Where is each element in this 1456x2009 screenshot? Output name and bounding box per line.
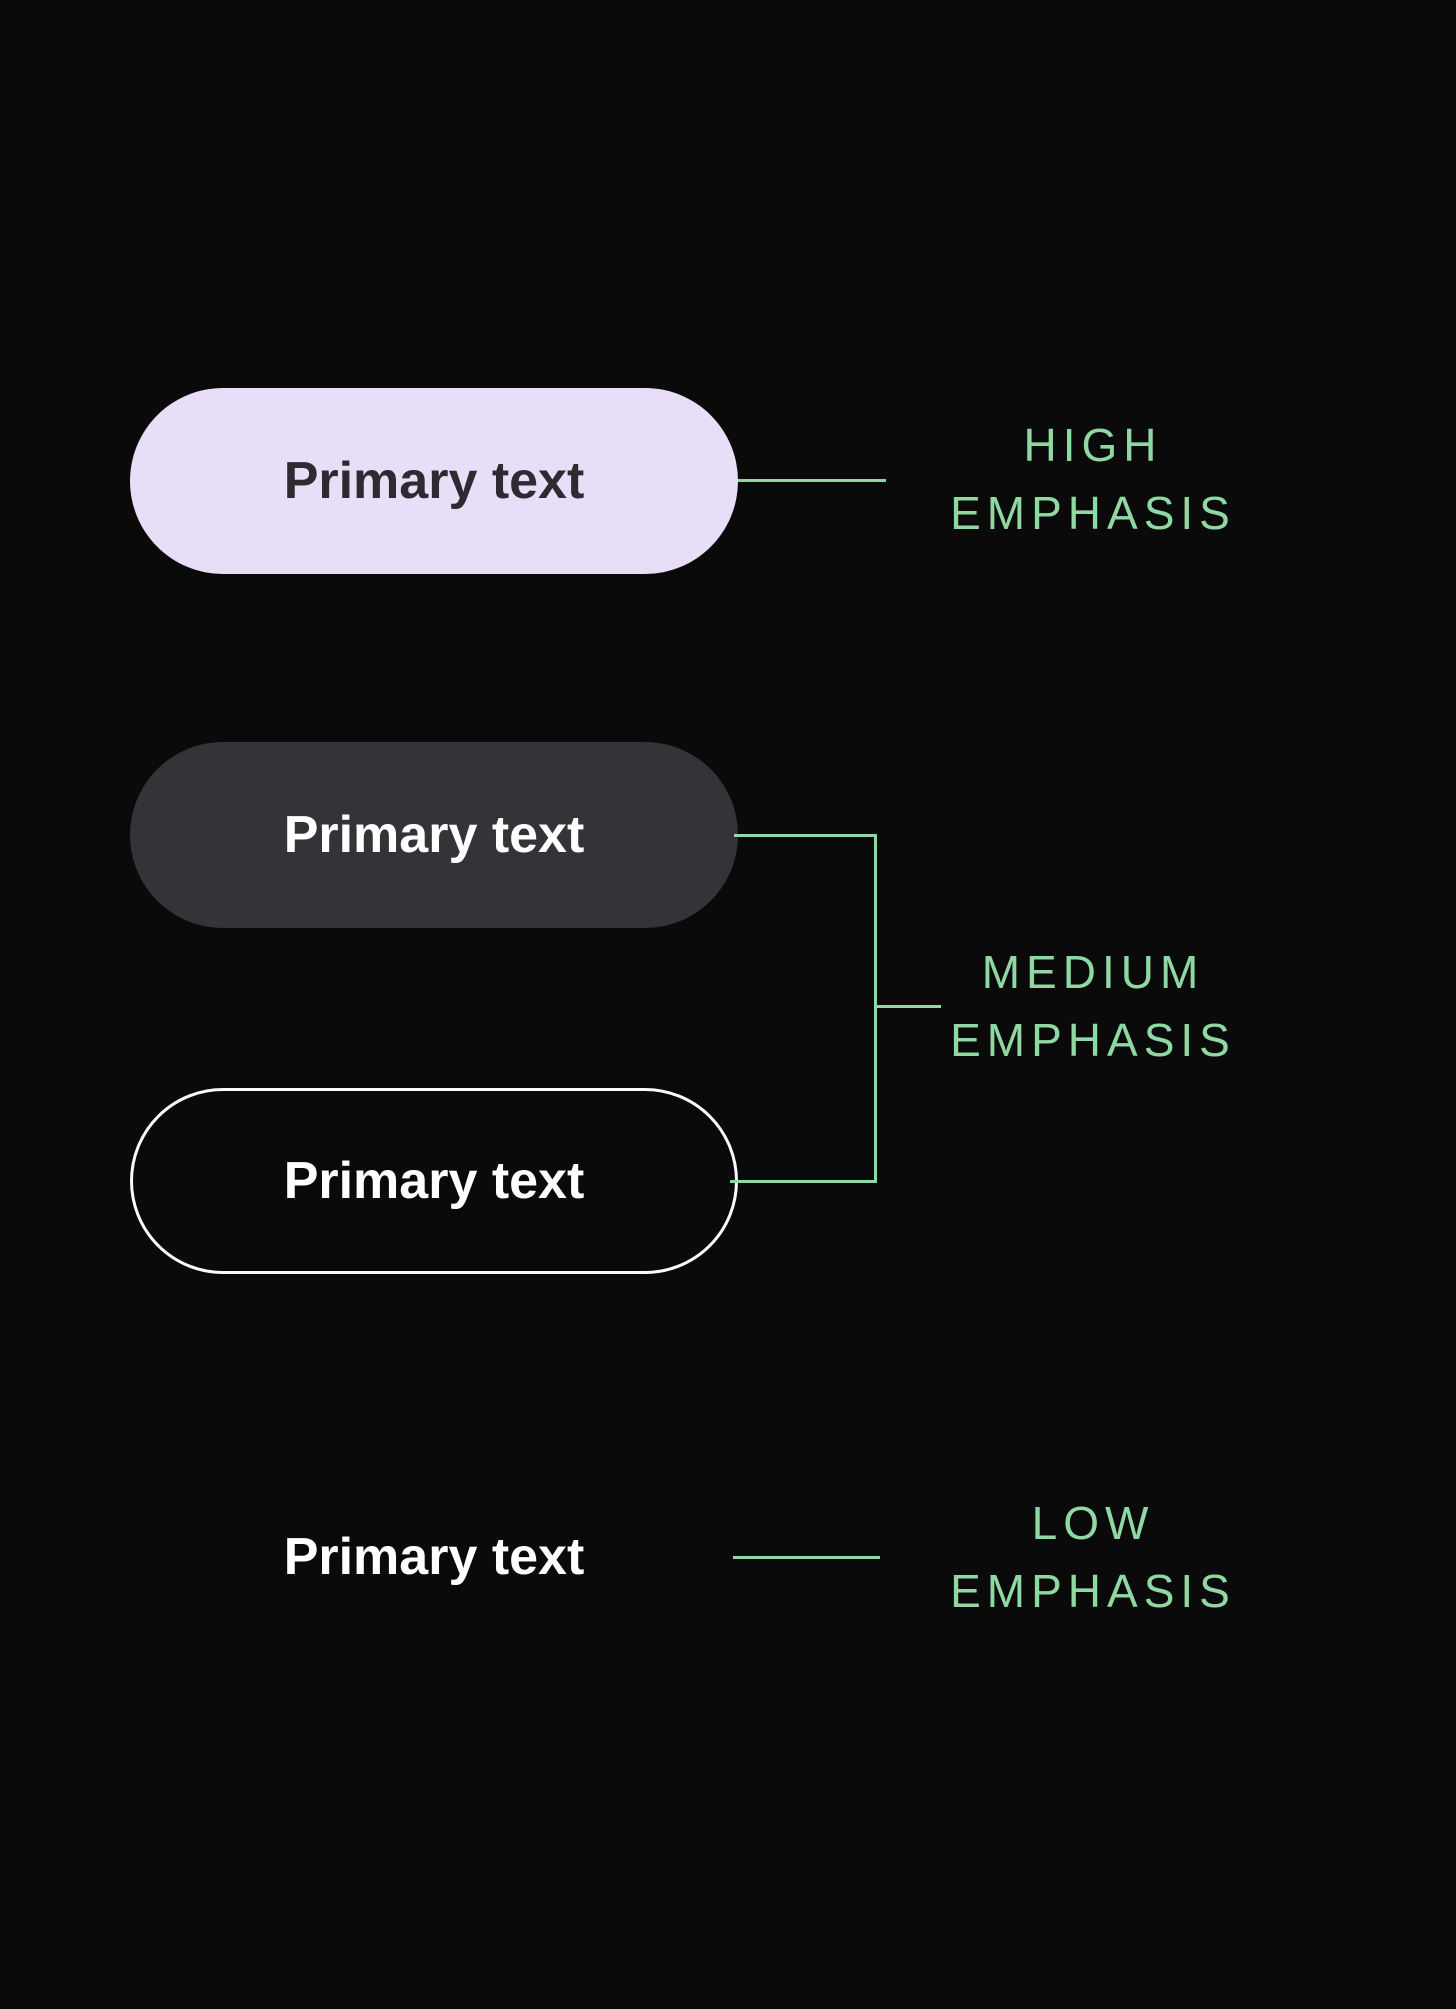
text-button[interactable]: Primary text bbox=[130, 1464, 738, 1650]
filled-button[interactable]: Primary text bbox=[130, 388, 738, 574]
filled-button-label: Primary text bbox=[283, 452, 585, 510]
low-emphasis-label-line2: EMPHASIS bbox=[950, 1565, 1236, 1617]
medium-bracket-middle-stub bbox=[877, 1005, 941, 1008]
low-connector-line bbox=[733, 1556, 880, 1559]
high-emphasis-label-line2: EMPHASIS bbox=[950, 487, 1236, 539]
medium-bracket-bottom-line bbox=[730, 1180, 877, 1183]
text-button-label: Primary text bbox=[283, 1528, 585, 1586]
medium-bracket-top-line bbox=[734, 834, 877, 837]
outlined-button[interactable]: Primary text bbox=[130, 1088, 738, 1274]
tonal-button[interactable]: Primary text bbox=[130, 742, 738, 928]
low-emphasis-label-line1: LOW bbox=[1031, 1497, 1155, 1549]
high-emphasis-label-line1: HIGH bbox=[1023, 419, 1163, 471]
high-connector-line bbox=[738, 479, 886, 482]
medium-emphasis-label-line2: EMPHASIS bbox=[950, 1014, 1236, 1066]
high-emphasis-label: HIGH EMPHASIS bbox=[900, 411, 1280, 547]
low-emphasis-label: LOW EMPHASIS bbox=[900, 1489, 1280, 1625]
medium-emphasis-label-line1: MEDIUM bbox=[981, 946, 1205, 998]
medium-bracket-vertical-line bbox=[874, 834, 877, 1183]
medium-emphasis-label: MEDIUM EMPHASIS bbox=[900, 938, 1280, 1074]
outlined-button-label: Primary text bbox=[283, 1152, 585, 1210]
tonal-button-label: Primary text bbox=[283, 806, 585, 864]
